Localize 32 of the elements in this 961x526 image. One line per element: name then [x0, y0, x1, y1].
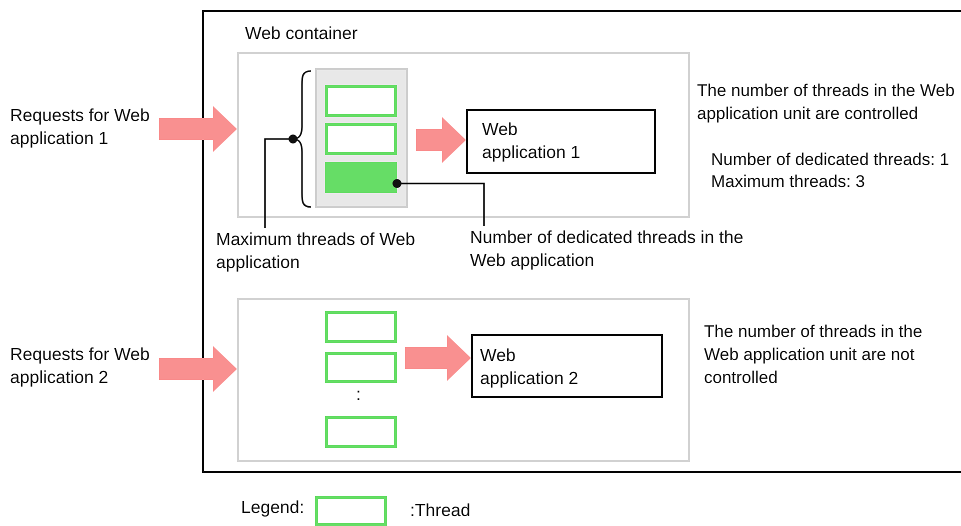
app-unit-frame: [237, 52, 690, 218]
web-container-box: [202, 10, 961, 473]
leader-line: [392, 179, 485, 226]
thread-box: [325, 416, 397, 448]
block-arrow: [416, 117, 466, 163]
legend-text: :Thread: [410, 499, 470, 522]
request-label: Requests for Web application 1: [10, 104, 155, 150]
thread-box: [325, 123, 397, 155]
ellipsis-mark: :: [356, 383, 362, 406]
thread-box: [325, 85, 397, 117]
setting-text: Maximum threads: 3: [711, 171, 866, 193]
note-text: The number of threads in the Web application unit are controlled: [697, 80, 956, 125]
web-app-box: [471, 334, 663, 398]
thread-box: [325, 311, 397, 343]
request-label: Requests for Web application 2: [10, 343, 155, 389]
app-label: Web application 2: [480, 344, 580, 390]
block-arrow: [159, 346, 237, 392]
web-app-box: [466, 109, 656, 174]
setting-text: Number of dedicated threads: 1: [711, 149, 950, 171]
container-title: Web container: [245, 22, 359, 45]
thread-pool-panel: [315, 68, 408, 208]
legend-title: Legend:: [241, 496, 306, 519]
app-label: Web application 1: [482, 118, 582, 164]
thread-box: [325, 352, 397, 383]
note-text: The number of threads in the Web application unit are not controlled: [704, 321, 924, 389]
block-arrow: [159, 106, 237, 152]
annotation-label: Number of dedicated threads in the Web application: [470, 226, 760, 272]
app-unit-frame: [237, 298, 690, 462]
annotation-label: Maximum threads of Web application: [216, 228, 436, 274]
leader-line: [264, 134, 298, 228]
block-arrow: [405, 335, 471, 381]
dedicated-thread-bar: [325, 162, 397, 193]
